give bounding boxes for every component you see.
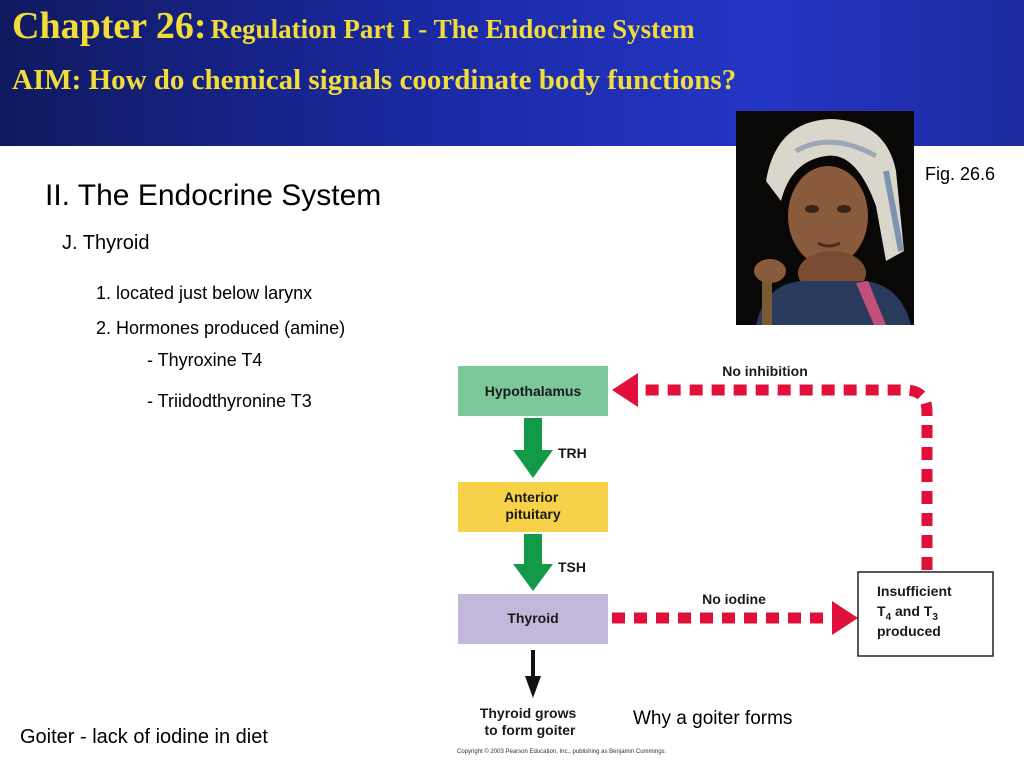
no-inhibition-dashed-path [632,384,933,570]
anterior-pituitary-label: Anterior pituitary [504,489,562,522]
insufficient-hormone-box [857,571,994,657]
section-heading: II. The Endocrine System [45,179,382,212]
tsh-arrow-shaft [524,534,542,566]
anterior-pituitary-box [458,482,608,532]
slide-title: Chapter 26: Regulation Part I - The Endo… [12,4,695,48]
chapter-title: Regulation Part I - The Endocrine System [210,14,695,44]
anterior-pituitary-line1: Anterior [504,489,559,505]
goiter-result-line1: Thyroid grows [480,705,577,721]
goiter-result-line2: to form goiter [485,722,577,738]
thyroid-box [458,594,608,644]
goiter-result-label: Thyroid grows to form goiter [480,705,580,738]
sub-bullet-triiodothyronine: - Triidodthyronine T3 [147,391,312,411]
insufficient-line2: T4 and T3 [877,603,938,623]
bullet-location: 1. located just below larynx [96,283,313,303]
title-banner: Chapter 26: Regulation Part I - The Endo… [0,0,1024,146]
no-iodine-arrowhead [832,601,858,635]
hypothalamus-box [458,366,608,416]
insufficient-and-t: and T [891,603,933,619]
insufficient-sub3: 3 [932,612,938,623]
figure-label: Fig. 26.6 [925,164,996,184]
anterior-pituitary-line2: pituitary [505,506,560,522]
goiter-pathway-diagram: Hypothalamus TRH Anterior pituitary TSH … [457,363,994,755]
thyroid-label: Thyroid [507,610,558,626]
trh-arrow-shaft [524,418,542,452]
insufficient-sub4: 4 [886,612,892,623]
sub-bullet-thyroxine: - Thyroxine T4 [147,350,263,370]
copyright-notice: Copyright © 2003 Pearson Education, Inc.… [457,748,667,755]
subsection-heading: J. Thyroid [62,232,150,254]
insufficient-line3: produced [877,623,941,639]
photo-caption: Goiter - lack of iodine in diet [20,726,268,748]
hypothalamus-label: Hypothalamus [485,383,582,399]
diagram-caption: Why a goiter forms [633,708,793,729]
insufficient-t4: T [877,603,886,619]
no-iodine-label: No iodine [702,591,766,607]
no-inhibition-label: No inhibition [722,363,808,379]
tsh-arrowhead [513,564,553,591]
goiter-arrow-shaft [531,650,535,680]
chapter-number: Chapter 26: [12,5,207,47]
tsh-label: TSH [558,559,586,575]
goiter-photo [736,111,914,325]
trh-arrowhead [513,450,553,478]
goiter-arrowhead [525,676,541,698]
bullet-hormones: 2. Hormones produced (amine) [96,318,346,338]
insufficient-line1: Insufficient [877,583,952,599]
no-inhibition-arrowhead [612,373,638,407]
trh-label: TRH [558,445,587,461]
aim-statement: AIM: How do chemical signals coordinate … [12,64,737,96]
